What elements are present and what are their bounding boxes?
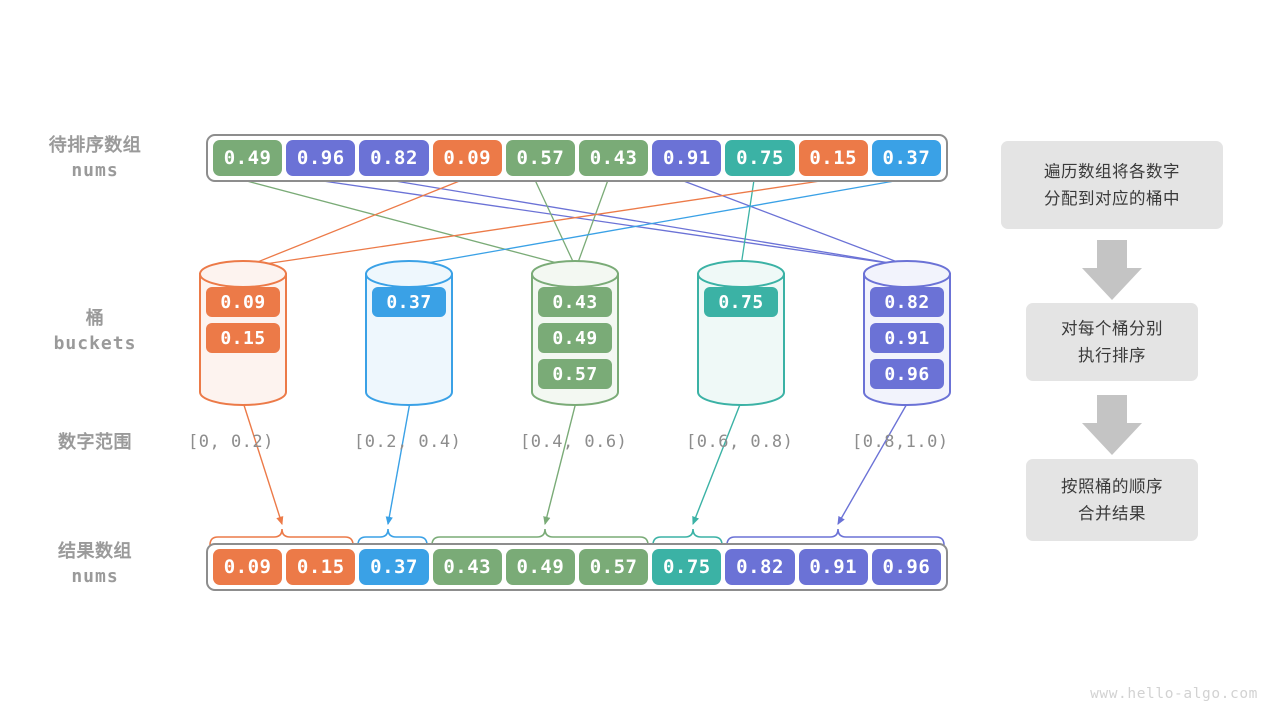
result-array-cell: 0.09 (213, 549, 283, 585)
watermark: www.hello-algo.com (1090, 686, 1258, 702)
distribution-lines (242, 179, 909, 269)
label-result-array-line1: 结果数组 (58, 541, 132, 562)
input-array-cell: 0.75 (725, 140, 795, 176)
input-array-cell: 0.15 (798, 140, 868, 176)
range-label: [0.4, 0.6) (520, 432, 628, 452)
bucket: 0.09 0.15 (197, 259, 289, 407)
input-array-cell: 0.09 (432, 140, 502, 176)
flow-step-2: 对每个桶分别 执行排序 (1026, 303, 1198, 381)
flow-step-1: 遍历数组将各数字 分配到对应的桶中 (1001, 141, 1223, 229)
flow-step-3: 按照桶的顺序 合并结果 (1026, 459, 1198, 541)
result-array-cell: 0.75 (652, 549, 722, 585)
input-array-cell: 0.82 (359, 140, 429, 176)
result-array-cell: 0.37 (359, 549, 429, 585)
flow-step-1-line1: 遍历数组将各数字 (1044, 162, 1180, 181)
range-label: [0.6, 0.8) (686, 432, 794, 452)
result-array-cell: 0.15 (286, 549, 356, 585)
bucket-cell: 0.37 (372, 287, 446, 317)
bucket-cell: 0.75 (704, 287, 778, 317)
bucket-items: 0.82 0.91 0.96 (870, 287, 944, 389)
bucket-cell: 0.43 (538, 287, 612, 317)
label-buckets-line2: buckets (53, 333, 137, 354)
range-label: [0, 0.2) (188, 432, 274, 452)
label-number-range-line1: 数字范围 (58, 432, 132, 453)
bucket-cylinder (697, 260, 785, 406)
flow-step-3-line2: 合并结果 (1078, 504, 1146, 523)
input-array-cell: 0.43 (579, 140, 649, 176)
bucket-cell: 0.49 (538, 323, 612, 353)
result-array-cell: 0.49 (505, 549, 576, 585)
label-input-array: 待排序数组 nums (10, 133, 180, 183)
bucket-cell: 0.15 (206, 323, 280, 353)
label-buckets-line1: 桶 (85, 308, 105, 329)
bucket-items: 0.43 0.49 0.57 (538, 287, 612, 389)
bucket-cell: 0.96 (870, 359, 944, 389)
bucket-cell: 0.91 (870, 323, 944, 353)
label-input-array-line2: nums (71, 160, 119, 181)
bucket: 0.37 (363, 259, 455, 407)
range-label: [0.2, 0.4) (354, 432, 462, 452)
bucket-items: 0.75 (704, 287, 778, 317)
merge-arrows (242, 401, 909, 526)
input-array-cell: 0.49 (213, 140, 283, 176)
bucket-cylinder (365, 260, 453, 406)
label-input-array-line1: 待排序数组 (48, 135, 142, 156)
range-label: [0.8,1.0) (852, 432, 949, 452)
flow-step-1-line2: 分配到对应的桶中 (1044, 189, 1180, 208)
label-result-array-line2: nums (71, 566, 119, 587)
label-buckets: 桶 buckets (10, 306, 180, 356)
result-array-cell: 0.91 (798, 549, 868, 585)
bucket-cell: 0.57 (538, 359, 612, 389)
bucket-cell: 0.82 (870, 287, 944, 317)
flow-step-2-line1: 对每个桶分别 (1061, 319, 1163, 338)
result-array-cell: 0.96 (871, 549, 942, 585)
label-number-range: 数字范围 (10, 430, 180, 455)
bucket-items: 0.09 0.15 (206, 287, 280, 353)
bucket: 0.82 0.91 0.96 (861, 259, 953, 407)
bucket: 0.75 (695, 259, 787, 407)
input-array-cell: 0.57 (505, 140, 576, 176)
input-array-cell: 0.96 (286, 140, 356, 176)
bucket-items: 0.37 (372, 287, 446, 317)
result-array-cell: 0.82 (725, 549, 795, 585)
flow-step-2-line2: 执行排序 (1078, 346, 1146, 365)
result-array-cell: 0.43 (432, 549, 502, 585)
flow-step-3-line1: 按照桶的顺序 (1061, 477, 1163, 496)
bucket: 0.43 0.49 0.57 (529, 259, 621, 407)
bucket-cell: 0.09 (206, 287, 280, 317)
input-array-cell: 0.37 (871, 140, 942, 176)
result-array-cell: 0.57 (579, 549, 649, 585)
input-array-cell: 0.91 (652, 140, 722, 176)
label-result-array: 结果数组 nums (10, 539, 180, 589)
